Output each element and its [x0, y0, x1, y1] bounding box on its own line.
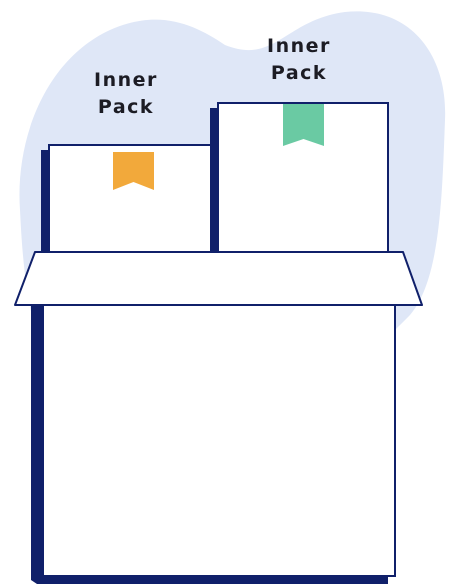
inner-pack-right-label-line1: Inner: [239, 33, 359, 60]
inner-pack-right-label: Inner Pack: [239, 33, 359, 87]
inner-pack-left-label: Inner Pack: [66, 67, 186, 121]
inner-pack-left: [41, 145, 218, 253]
inner-pack-left-label-line1: Inner: [66, 67, 186, 94]
outer-box-flap: [15, 252, 422, 305]
inner-pack-right: [210, 103, 388, 253]
outer-box-body: [31, 305, 395, 584]
inner-pack-left-label-line2: Pack: [66, 94, 186, 121]
inner-pack-right-label-line2: Pack: [239, 60, 359, 87]
